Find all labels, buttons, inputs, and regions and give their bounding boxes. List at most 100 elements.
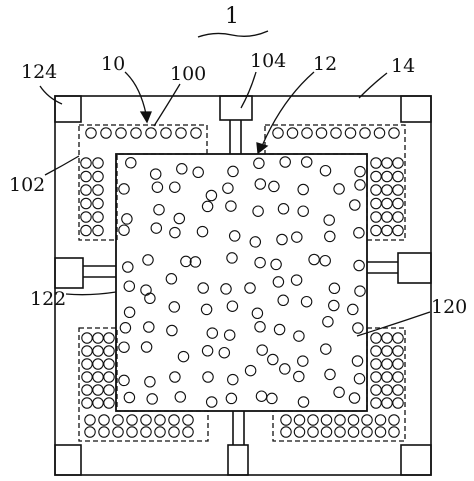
comb-hole (103, 384, 115, 396)
comb-hole (381, 345, 393, 357)
proof-mass-hole (267, 353, 279, 366)
proof-mass-hole (144, 292, 156, 305)
proof-mass-hole (140, 284, 152, 296)
comb-hole (381, 170, 393, 183)
proof-mass-hole (291, 231, 303, 243)
proof-mass-hole (205, 396, 218, 408)
proof-mass-hole (347, 303, 359, 316)
label-124: 124 (21, 61, 58, 83)
proof-mass-hole (276, 233, 288, 246)
proof-mass-hole (353, 259, 365, 272)
proof-mass-hole (121, 213, 133, 225)
comb-hole (112, 414, 124, 426)
comb-hole (392, 358, 404, 370)
proof-mass-hole (254, 256, 266, 269)
comb-hole (81, 371, 93, 383)
comb-hole (344, 127, 357, 139)
label-100: 100 (170, 63, 207, 85)
proof-mass-hole (354, 285, 366, 297)
anchor-pad-left (54, 257, 84, 289)
proof-mass-hole (324, 368, 336, 381)
proof-mass-hole (319, 164, 332, 177)
comb-hole (280, 414, 292, 426)
proof-mass-hole (146, 393, 158, 405)
proof-mass-hole (118, 224, 130, 236)
label-122: 122 (30, 288, 67, 310)
proof-mass-hole (324, 230, 336, 243)
proof-mass-hole (143, 321, 155, 333)
leader-122 (65, 291, 117, 296)
proof-mass-hole (174, 391, 187, 403)
comb-hole (381, 224, 393, 237)
proof-mass-hole (201, 200, 214, 213)
outer-frame (54, 95, 432, 476)
proof-mass-hole (123, 280, 136, 292)
comb-hole (145, 127, 157, 139)
comb-hole (392, 397, 404, 409)
comb-hole (92, 384, 104, 396)
proof-mass-hole (201, 345, 214, 357)
proof-mass-hole (319, 254, 331, 267)
proof-mass-hole (300, 295, 313, 308)
proof-mass-hole (227, 165, 239, 178)
comb-hole (370, 224, 382, 237)
comb-hole (381, 211, 393, 223)
proof-mass-hole (142, 254, 154, 266)
proof-mass-hole (177, 350, 190, 363)
comb-hole (315, 127, 328, 139)
proof-mass-hole (297, 396, 310, 408)
proof-mass-hole (189, 256, 202, 268)
comb-hole (81, 345, 93, 357)
proof-mass-hole (328, 282, 341, 295)
proof-mass-hole (293, 330, 305, 342)
comb-hole (392, 371, 404, 383)
comb-hole (92, 371, 104, 383)
comb-hole (81, 384, 93, 396)
proof-mass-hole (277, 203, 290, 215)
proof-mass-hole (308, 253, 320, 266)
comb-hole (381, 371, 393, 383)
proof-mass-hole (349, 199, 361, 211)
comb-hole (301, 127, 313, 139)
comb-hole (126, 414, 138, 426)
comb-hole (392, 384, 404, 396)
proof-mass-hole (323, 214, 335, 226)
comb-hole (286, 127, 299, 139)
comb-hole (381, 157, 393, 169)
comb-hole (84, 414, 96, 426)
proof-mass-hole (266, 392, 278, 405)
comb-region-tr (264, 124, 406, 241)
proof-mass-hole (300, 156, 313, 168)
proof-mass-hole (353, 372, 366, 385)
leader-102 (44, 155, 80, 176)
comb-hole (293, 426, 306, 438)
proof-mass-hole (169, 371, 181, 383)
comb-hole (130, 127, 142, 139)
comb-hole (100, 127, 112, 139)
comb-hole (272, 127, 284, 139)
comb-hole (370, 170, 382, 183)
proof-mass-hole (173, 212, 186, 225)
proof-mass-hole (118, 341, 130, 353)
comb-hole (92, 397, 104, 409)
comb-hole (320, 414, 333, 426)
comb-hole (140, 426, 152, 438)
label-10: 10 (101, 53, 126, 75)
leader-10 (124, 71, 147, 115)
comb-hole (85, 127, 97, 139)
comb-hole (392, 170, 404, 183)
comb-hole (140, 414, 152, 426)
comb-hole (361, 414, 373, 426)
comb-region-tl (78, 124, 208, 241)
proof-mass-hole (251, 307, 264, 320)
proof-mass-hole (197, 282, 209, 294)
comb-hole (374, 426, 387, 438)
proof-mass-hole (119, 322, 132, 334)
comb-hole (103, 345, 115, 357)
proof-mass-hole (180, 255, 192, 268)
proof-mass-hole (252, 205, 264, 217)
proof-mass-hole (225, 200, 237, 212)
proof-mass-hole (273, 323, 286, 336)
comb-hole (334, 426, 346, 438)
